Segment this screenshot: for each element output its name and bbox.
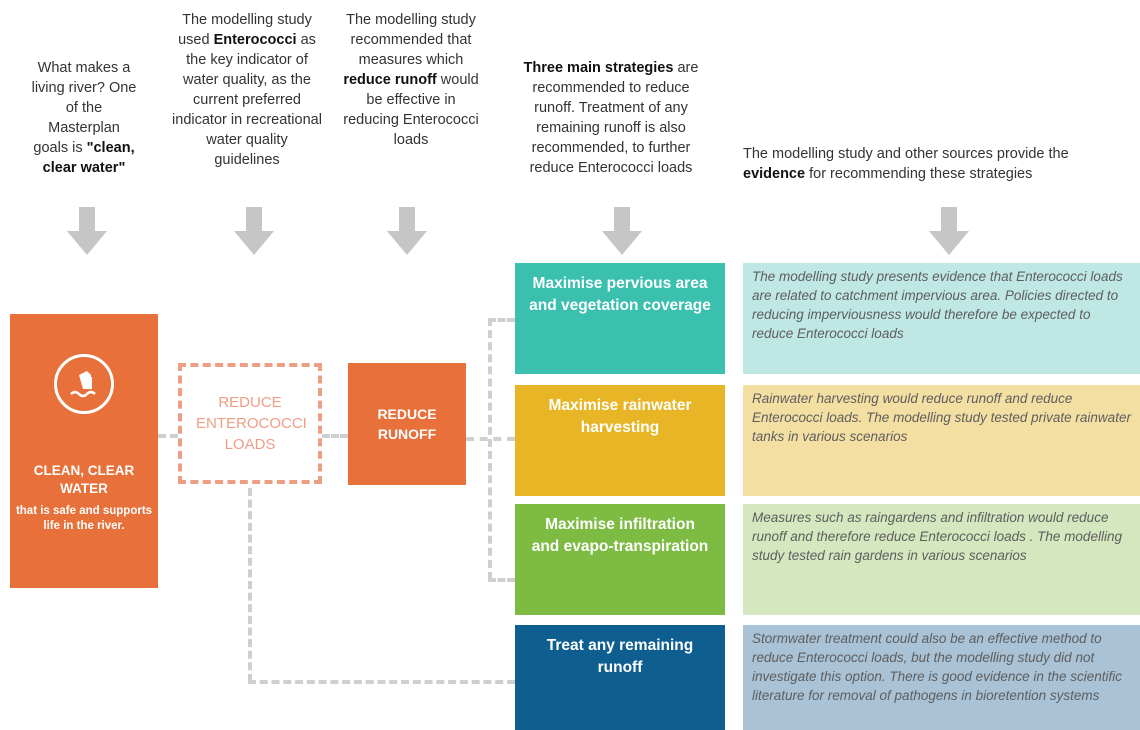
evidence-text: Rainwater harvesting would reduce runoff…: [752, 391, 1131, 444]
down-arrow-icon: [929, 207, 969, 255]
header-column-5: The modelling study and other sources pr…: [743, 144, 1133, 184]
column-bold-text: "clean, clear water": [42, 140, 135, 176]
strategy-infiltration: Maximise infiltration and evapo-transpir…: [515, 504, 725, 615]
connector-line: [322, 434, 348, 438]
connector-line: [248, 680, 515, 684]
column-bold-text: reduce runoff: [343, 72, 437, 88]
strategy-rainwater-harvesting: Maximise rainwater harvesting: [515, 385, 725, 496]
connector-line: [248, 488, 252, 682]
reduce-runoff-label: REDUCE RUNOFF: [377, 406, 437, 442]
column-text: The modelling study used: [178, 12, 312, 48]
down-arrow-icon: [67, 207, 107, 255]
strategy-label: Maximise infiltration and evapo-transpir…: [531, 516, 709, 555]
goal-box: CLEAN, CLEAR WATER that is safe and supp…: [10, 314, 158, 588]
strategy-pervious-area: Maximise pervious area and vegetation co…: [515, 263, 725, 374]
down-arrow-icon: [387, 207, 427, 255]
evidence-text: The modelling study presents evidence th…: [752, 269, 1123, 341]
evidence-treat-runoff: Stormwater treatment could also be an ef…: [743, 625, 1140, 730]
reduce-runoff-box: REDUCE RUNOFF: [348, 363, 466, 485]
header-column-1: What makes a living river? One of the Ma…: [30, 58, 138, 178]
strategy-label: Maximise pervious area and vegetation co…: [529, 275, 711, 314]
column-text: for recommending these strategies: [805, 166, 1033, 182]
connector-line: [488, 318, 515, 322]
column-text: The modelling study and other sources pr…: [743, 146, 1069, 162]
column-text: as the key indicator of water quality, a…: [172, 32, 322, 168]
evidence-text: Measures such as raingardens and infiltr…: [752, 510, 1122, 563]
reduce-enterococci-box: REDUCE ENTEROCOCCI LOADS: [178, 363, 322, 484]
evidence-infiltration: Measures such as raingardens and infiltr…: [743, 504, 1140, 615]
column-bold-text: evidence: [743, 166, 806, 182]
reduce-enterococci-label: REDUCE ENTEROCOCCI LOADS: [196, 394, 307, 453]
connector-line: [488, 318, 492, 580]
column-bold-text: Three main strategies: [523, 60, 674, 76]
column-text: would be effective in reducing Enterococ…: [343, 72, 479, 148]
down-arrow-icon: [234, 207, 274, 255]
strategy-label: Maximise rainwater harvesting: [548, 397, 692, 436]
evidence-pervious-area: The modelling study presents evidence th…: [743, 263, 1140, 374]
column-text: The modelling study recommended that mea…: [346, 12, 476, 68]
column-text: What makes a living river? One of the Ma…: [31, 60, 137, 156]
connector-line: [488, 578, 515, 582]
strategy-treat-runoff: Treat any remaining runoff: [515, 625, 725, 730]
down-arrow-icon: [602, 207, 642, 255]
strategy-label: Treat any remaining runoff: [546, 637, 694, 676]
column-bold-text: Enterococci: [213, 32, 297, 48]
goal-subtitle: that is safe and supports life in the ri…: [15, 505, 153, 532]
connector-line: [158, 434, 178, 438]
evidence-text: Stormwater treatment could also be an ef…: [752, 631, 1122, 703]
clean-water-icon: [54, 354, 114, 414]
header-column-3: The modelling study recommended that mea…: [340, 10, 482, 150]
column-text: are recommended to reduce runoff. Treatm…: [529, 60, 699, 176]
header-column-4: Three main strategies are recommended to…: [514, 58, 708, 178]
goal-title: CLEAN, CLEAR WATER: [33, 463, 135, 496]
header-column-2: The modelling study used Enterococci as …: [172, 10, 322, 170]
evidence-rainwater-harvesting: Rainwater harvesting would reduce runoff…: [743, 385, 1140, 496]
